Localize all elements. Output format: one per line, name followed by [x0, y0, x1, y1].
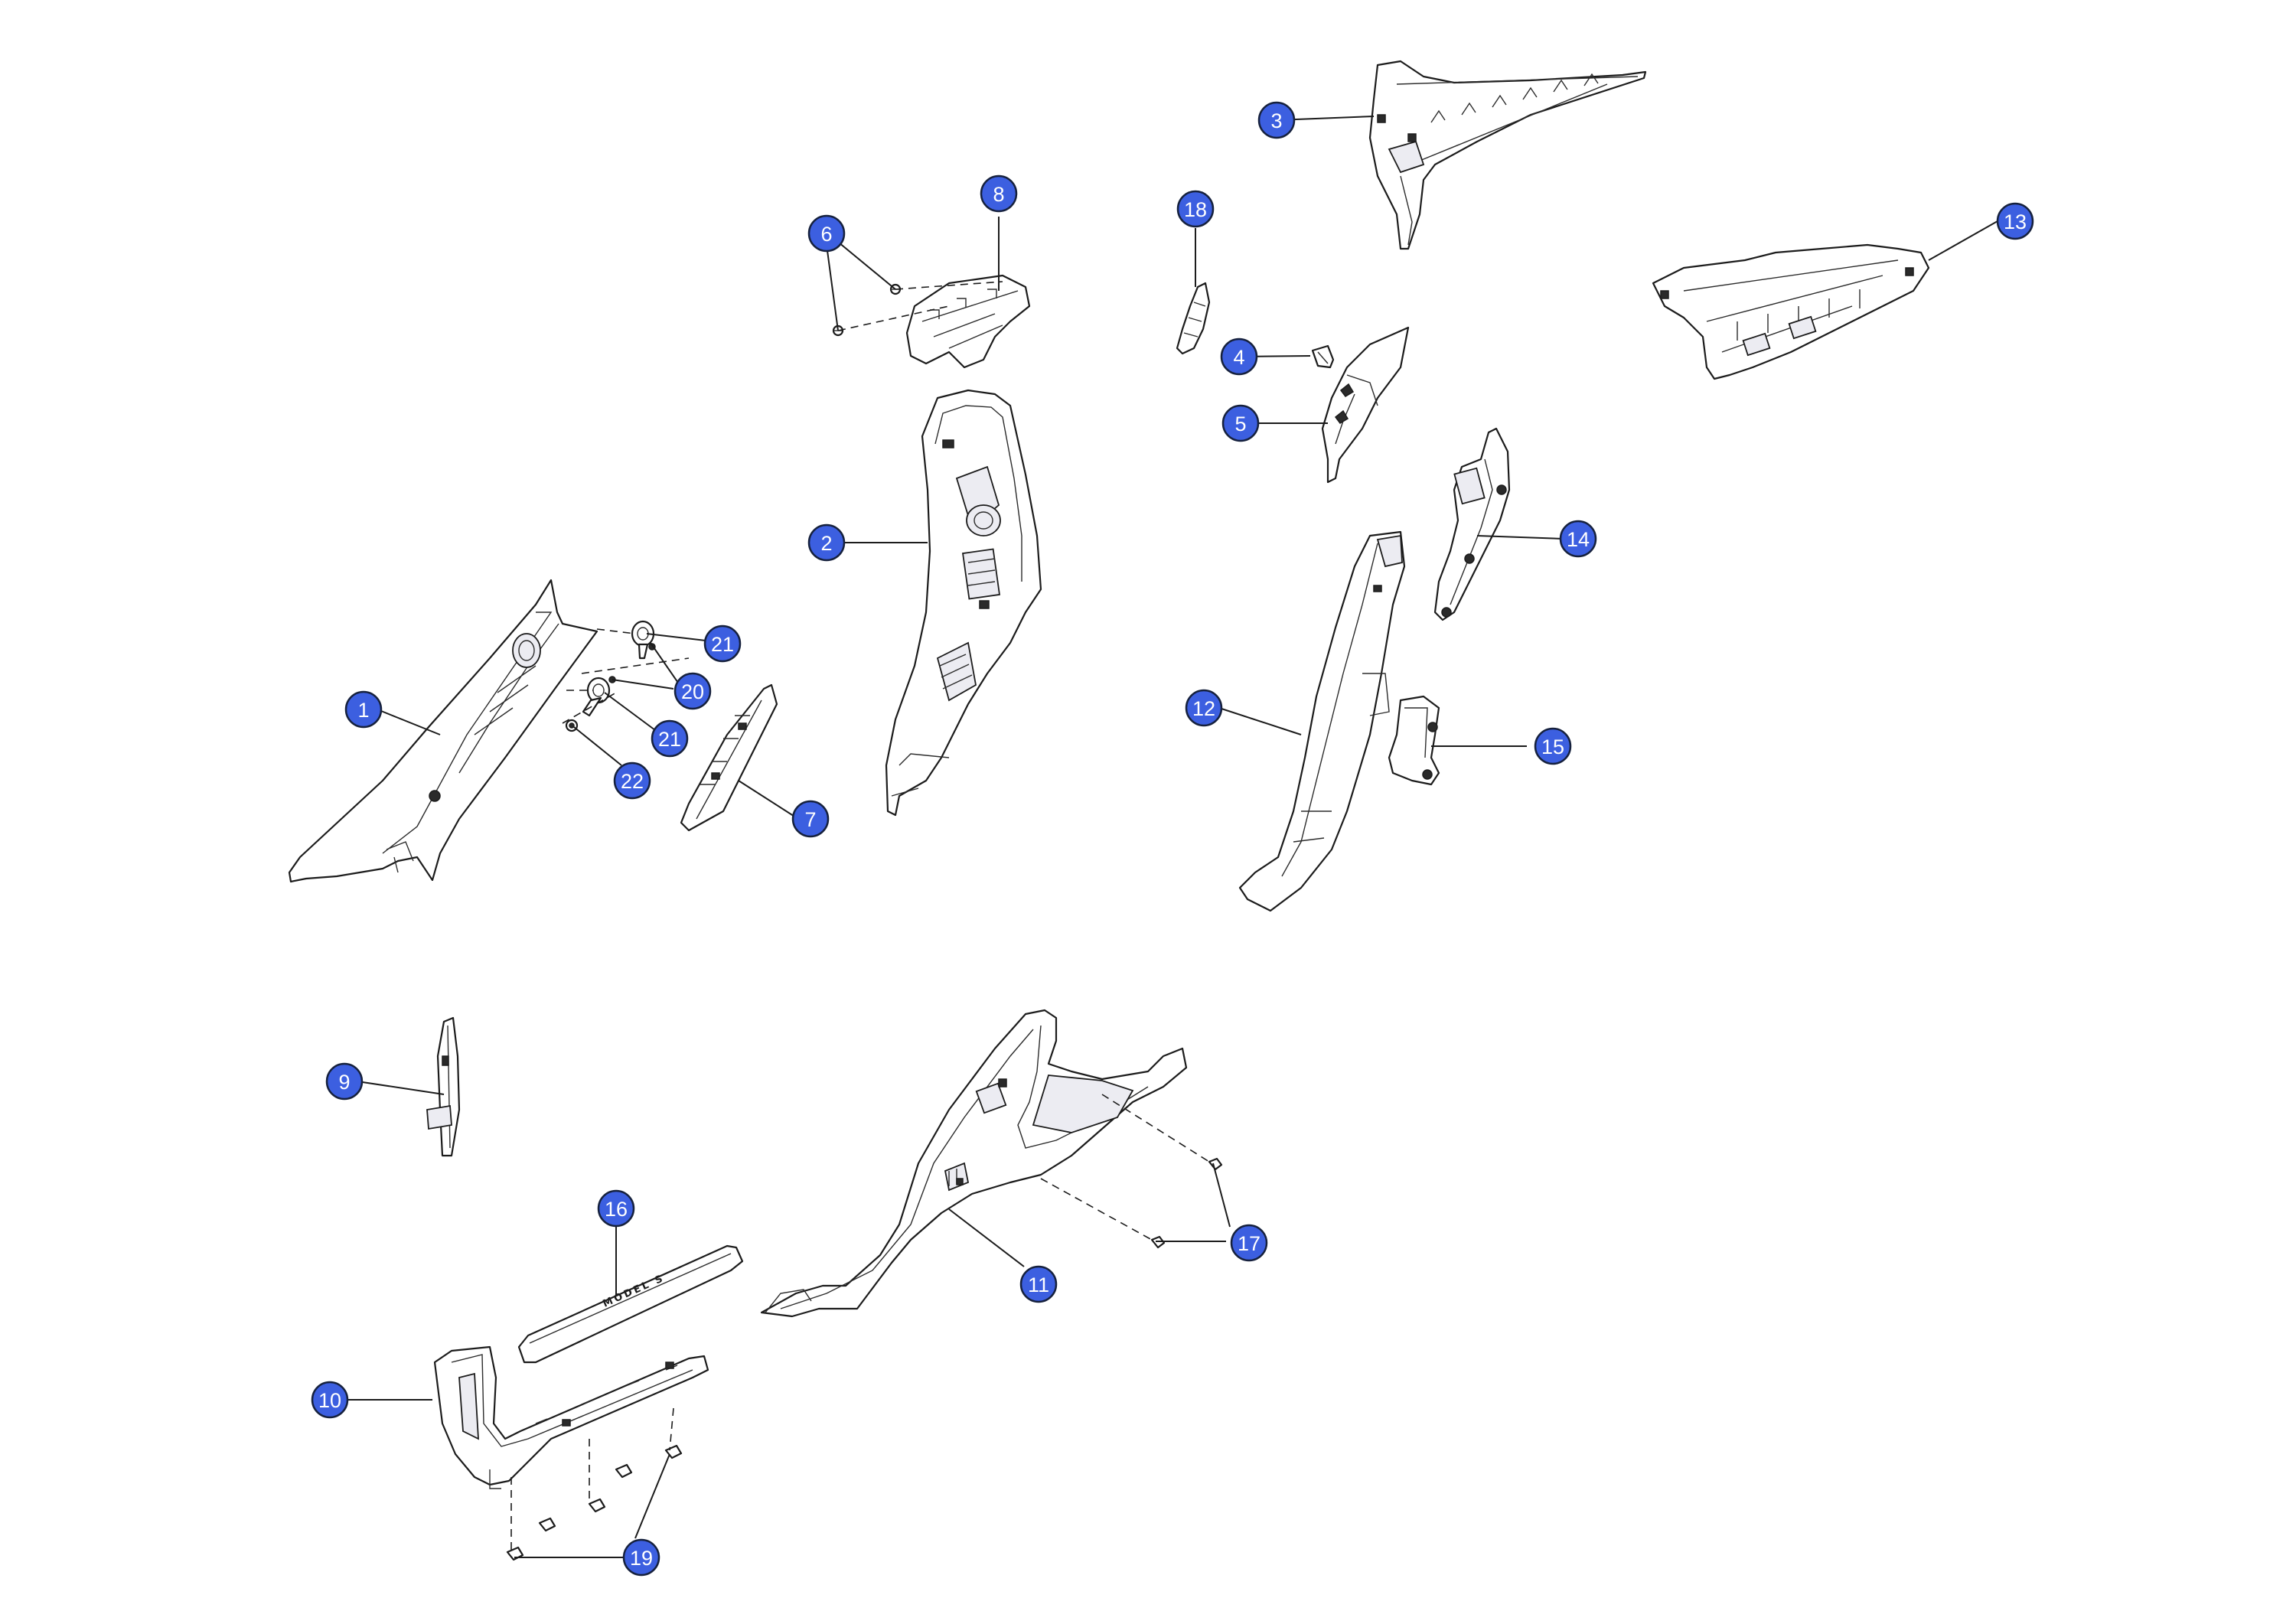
svg-text:18: 18 — [1184, 198, 1207, 221]
svg-text:19: 19 — [630, 1547, 653, 1570]
part-9-trim-strip — [426, 1016, 461, 1157]
part-3-c-pillar-upper-trim — [1368, 60, 1647, 250]
svg-text:11: 11 — [1028, 1273, 1049, 1296]
callout-11: 11 — [1019, 1265, 1058, 1303]
callout-13: 13 — [1996, 202, 2034, 240]
leader-lines — [347, 116, 1998, 1558]
part-2-b-pillar-upper-trim — [885, 389, 1042, 817]
svg-text:6: 6 — [820, 223, 832, 246]
callout-15: 15 — [1534, 727, 1572, 765]
part-13-rear-bracket — [1652, 243, 1930, 380]
part-12-b-pillar-front-trim — [1238, 530, 1406, 912]
part-7-bracket — [680, 683, 778, 832]
callout-22: 22 — [613, 761, 651, 800]
callout-9: 9 — [325, 1062, 364, 1101]
callout-21-lower: 21 — [651, 719, 689, 758]
callout-3: 3 — [1257, 101, 1296, 139]
callout-8: 8 — [980, 174, 1018, 213]
svg-text:12: 12 — [1192, 697, 1215, 720]
callout-4: 4 — [1220, 338, 1258, 376]
callout-16: 16 — [597, 1189, 635, 1228]
callout-19: 19 — [622, 1538, 660, 1577]
part-18-small-bracket — [1176, 282, 1211, 355]
part-20-clip — [608, 643, 656, 683]
svg-text:3: 3 — [1270, 109, 1282, 132]
part-11-b-pillar-lower-sill-trim — [760, 1009, 1188, 1318]
svg-text:10: 10 — [318, 1389, 341, 1412]
part-6-screws — [832, 283, 902, 337]
part-10-rear-sill-trim — [433, 1345, 709, 1489]
callout-12: 12 — [1185, 689, 1223, 727]
callout-20: 20 — [673, 672, 712, 710]
callout-14: 14 — [1559, 520, 1597, 558]
callout-18: 18 — [1176, 190, 1215, 228]
svg-text:1: 1 — [357, 699, 369, 722]
assembly-lines — [510, 281, 1210, 1552]
svg-text:15: 15 — [1541, 735, 1564, 758]
svg-text:17: 17 — [1238, 1232, 1261, 1255]
svg-text:13: 13 — [2004, 210, 2027, 233]
callout-10: 10 — [311, 1381, 349, 1419]
svg-text:20: 20 — [681, 680, 704, 703]
svg-text:7: 7 — [804, 808, 816, 831]
callout-2: 2 — [807, 523, 846, 562]
part-17-fasteners — [1150, 1157, 1223, 1249]
callout-6: 6 — [807, 214, 846, 253]
svg-text:8: 8 — [993, 183, 1004, 206]
callout-21-upper: 21 — [703, 624, 742, 663]
svg-text:2: 2 — [820, 532, 832, 555]
part-21-grommet-lower — [582, 677, 611, 717]
svg-text:4: 4 — [1233, 346, 1244, 369]
svg-text:9: 9 — [338, 1071, 350, 1094]
part-16-sill-plate: MODEL S — [517, 1244, 744, 1364]
svg-text:14: 14 — [1567, 528, 1590, 551]
part-19-clips — [506, 1444, 683, 1561]
part-5-trim-cover — [1321, 326, 1410, 484]
svg-text:5: 5 — [1234, 413, 1246, 435]
part-15-mounting-bracket — [1388, 695, 1440, 786]
callout-17: 17 — [1230, 1224, 1268, 1262]
part-4-clip — [1311, 344, 1335, 369]
callout-1: 1 — [344, 690, 383, 729]
svg-text:21: 21 — [711, 633, 734, 656]
callout-5: 5 — [1221, 404, 1260, 442]
part-1-a-pillar-trim — [288, 579, 598, 883]
callout-7: 7 — [791, 800, 830, 838]
part-8-upper-bracket — [905, 274, 1031, 369]
svg-text:21: 21 — [658, 728, 681, 751]
part-14-pillar-bracket — [1433, 427, 1511, 621]
part-22-nut — [565, 719, 579, 732]
svg-text:16: 16 — [605, 1198, 628, 1221]
svg-text:22: 22 — [621, 770, 644, 793]
part-21-grommet-upper — [631, 620, 655, 660]
